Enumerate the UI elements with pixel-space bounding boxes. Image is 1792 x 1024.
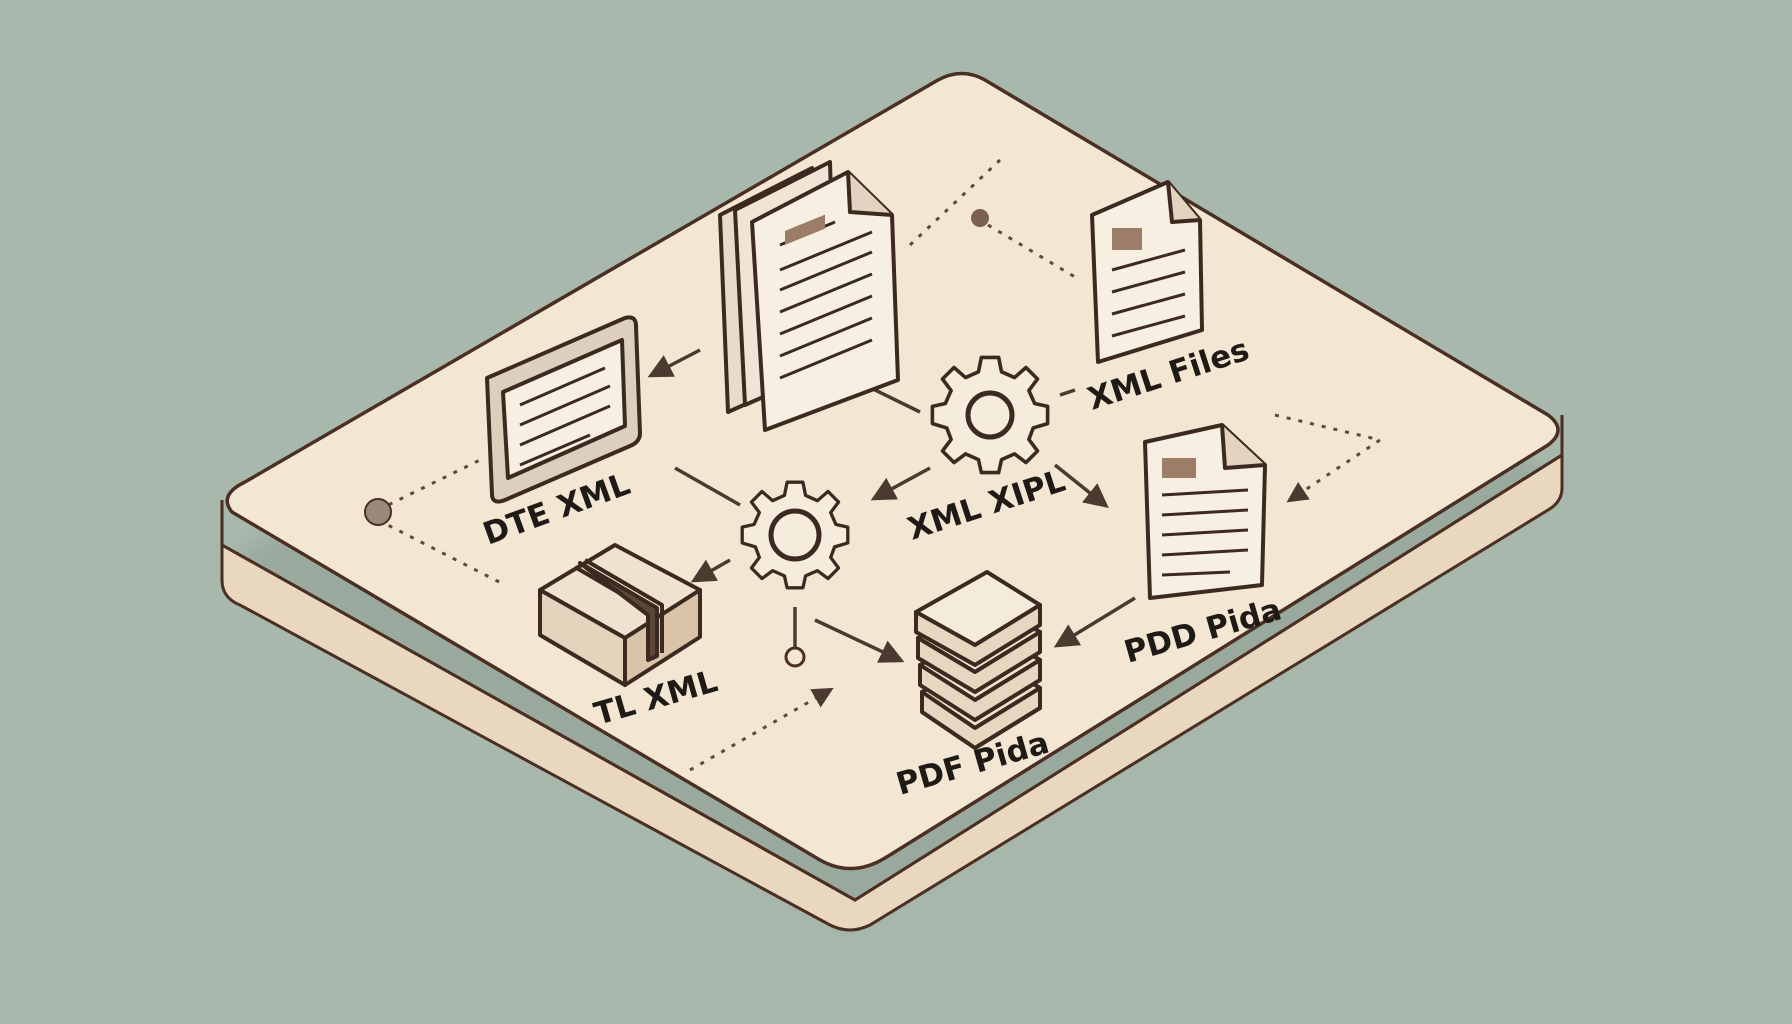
platform-side xyxy=(220,452,1564,932)
stack-icon xyxy=(914,570,1042,750)
monitor-document-icon xyxy=(485,315,642,504)
dotted-connectors xyxy=(377,158,1384,772)
document-icon xyxy=(1143,423,1267,600)
flow-endpoint xyxy=(784,646,806,668)
platform-top xyxy=(225,71,1560,871)
connector-node xyxy=(364,498,392,526)
document-icon xyxy=(1090,180,1204,364)
box-icon xyxy=(538,543,702,687)
connector-node xyxy=(971,209,989,227)
document-stack-icon xyxy=(718,160,900,432)
gear-icon xyxy=(740,480,850,590)
platform-edge xyxy=(220,415,1564,902)
gear-icon xyxy=(930,355,1050,475)
